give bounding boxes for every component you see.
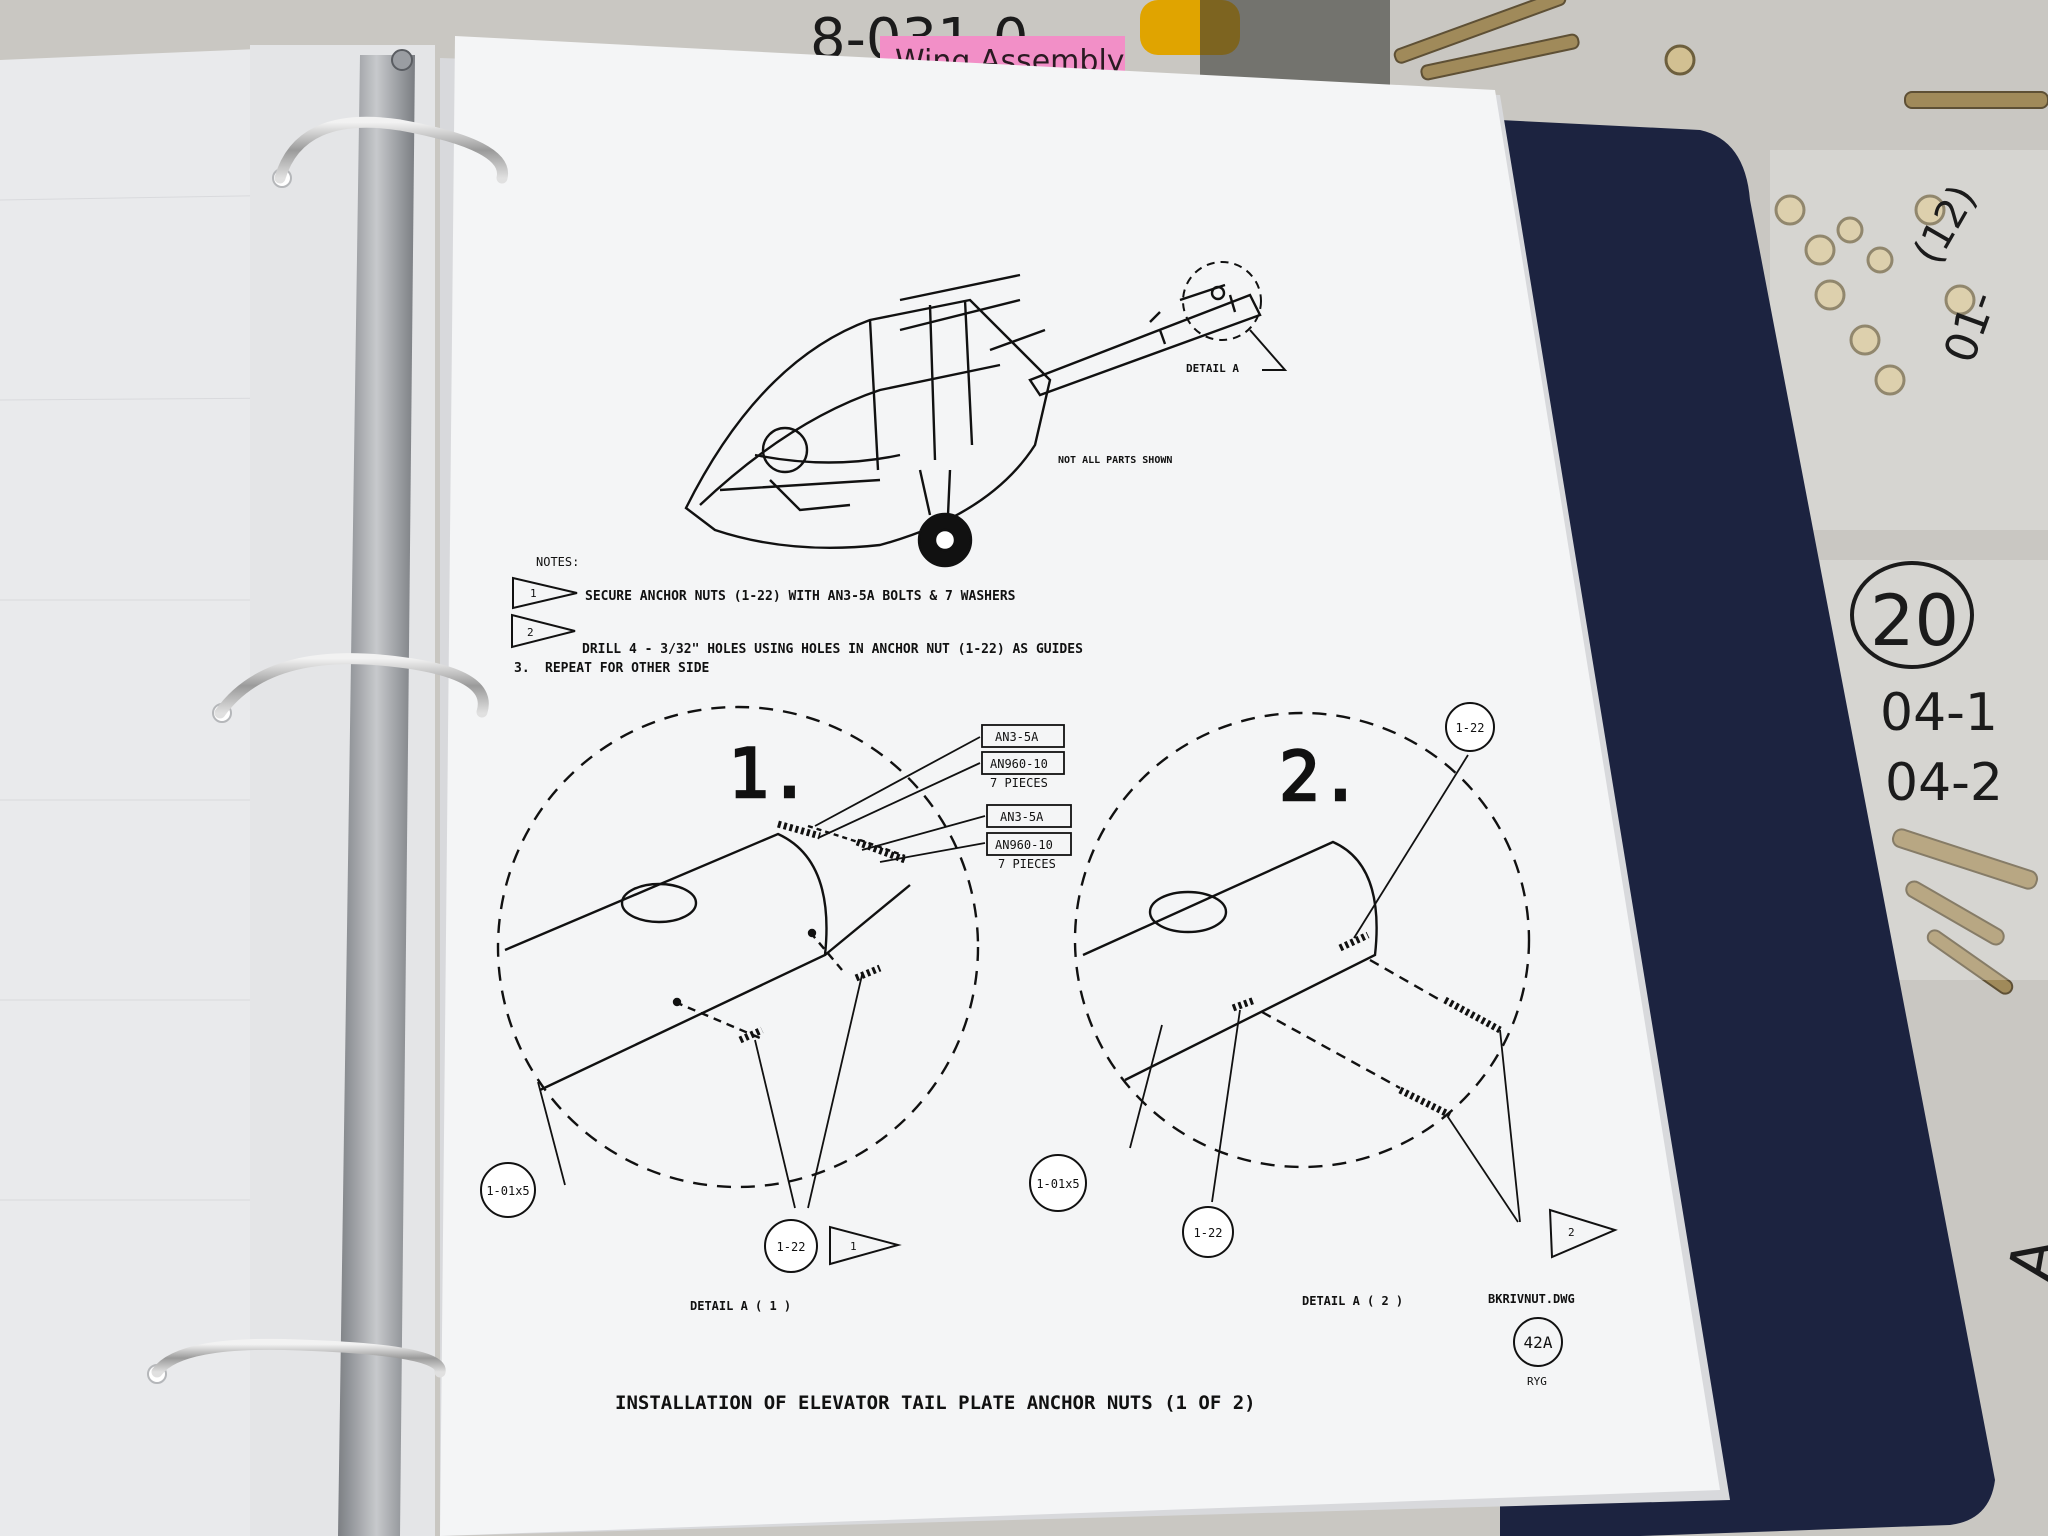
aircraft-frame-drawing — [684, 273, 1262, 568]
detail-1-number: 1. — [728, 735, 810, 814]
callout-part: AN960-10 — [995, 838, 1053, 852]
callout-box — [986, 832, 1072, 856]
detail-a-leader — [1249, 329, 1288, 371]
binder-ring — [274, 116, 508, 184]
part-bubble — [1029, 1154, 1087, 1212]
callout-sub: 7 PIECES — [998, 857, 1056, 871]
tail-plate-1 — [504, 820, 911, 1092]
detail-a-label: DETAIL A — [1186, 362, 1239, 375]
note-text: SECURE ANCHOR NUTS (1-22) WITH AN3-5A BO… — [585, 589, 1016, 604]
note-marker: 2 — [527, 626, 534, 639]
detail-2-caption: DETAIL A ( 2 ) — [1302, 1294, 1403, 1308]
detail-1-circle — [496, 705, 980, 1189]
note-marker: 3. — [514, 661, 530, 676]
callout-box — [986, 804, 1072, 828]
page-number-circle — [1513, 1317, 1563, 1367]
bag-mark-04-2: 04-2 — [1885, 753, 2003, 813]
note-marker: 1 — [530, 587, 537, 600]
drawing-file-name: BKRIVNUT.DWG — [1488, 1292, 1575, 1306]
drafter-initials: RYG — [1527, 1375, 1547, 1388]
part-bubble — [764, 1219, 818, 1273]
callout-box — [981, 724, 1065, 748]
part-bubble-label: 1-22 — [1194, 1226, 1223, 1240]
page-number: 42A — [1524, 1333, 1553, 1352]
bag-mark-04-1: 04-1 — [1880, 683, 1998, 743]
detail-1-leaders — [537, 736, 986, 1209]
bag-mark-circle — [1850, 561, 1974, 669]
part-bubble — [1445, 702, 1495, 752]
callout-sub: 7 PIECES — [990, 776, 1048, 790]
binder-ring — [214, 653, 489, 719]
rivet — [391, 49, 413, 71]
detail-2-leaders — [1129, 754, 1521, 1223]
note-flag-label: 1 — [850, 1240, 857, 1253]
detail-2-number: 2. — [1279, 738, 1361, 817]
tail-plate-2 — [1082, 840, 1502, 1119]
plastic-bag — [1770, 150, 2048, 530]
detail-2-circle — [1073, 711, 1531, 1169]
note-flag-icon — [512, 576, 578, 610]
detail-1-caption: DETAIL A ( 1 ) — [690, 1299, 791, 1313]
note-flag-icon — [1548, 1208, 1618, 1259]
part-bubble-label: 1-22 — [777, 1240, 806, 1254]
note-flag-label: 2 — [1568, 1226, 1575, 1239]
bag-mark-20: 20 — [1870, 580, 1959, 662]
note-text: DRILL 4 - 3/32" HOLES USING HOLES IN ANC… — [582, 642, 1083, 657]
note-flag-icon — [829, 1225, 902, 1266]
callout-part: AN3-5A — [995, 730, 1039, 744]
note-flag-icon — [511, 613, 576, 649]
manual-page — [440, 36, 1720, 1536]
page-title: INSTALLATION OF ELEVATOR TAIL PLATE ANCH… — [615, 1392, 1256, 1414]
binder-rings — [147, 49, 508, 1384]
binder-spine — [338, 55, 415, 1536]
part-bubble-label: 1-22 — [1456, 721, 1485, 735]
note-text: REPEAT FOR OTHER SIDE — [545, 661, 709, 676]
callout-part: AN960-10 — [990, 757, 1048, 771]
assembly-drawing: DETAIL A NOT ALL PARTS SHOWN NOTES: 1 SE… — [480, 261, 1618, 1414]
part-bubble — [480, 1162, 536, 1218]
callout-part: AN3-5A — [1000, 810, 1044, 824]
callout-box — [981, 751, 1065, 775]
part-bubble-label: 1-01x5 — [1036, 1177, 1079, 1191]
binder-ring — [151, 1338, 446, 1378]
detail-a-circle — [1182, 261, 1262, 341]
notes-heading: NOTES: — [536, 555, 579, 569]
not-all-parts-label: NOT ALL PARTS SHOWN — [1058, 455, 1172, 466]
part-bubble-label: 1-01x5 — [486, 1184, 529, 1198]
part-bubble — [1182, 1206, 1234, 1258]
